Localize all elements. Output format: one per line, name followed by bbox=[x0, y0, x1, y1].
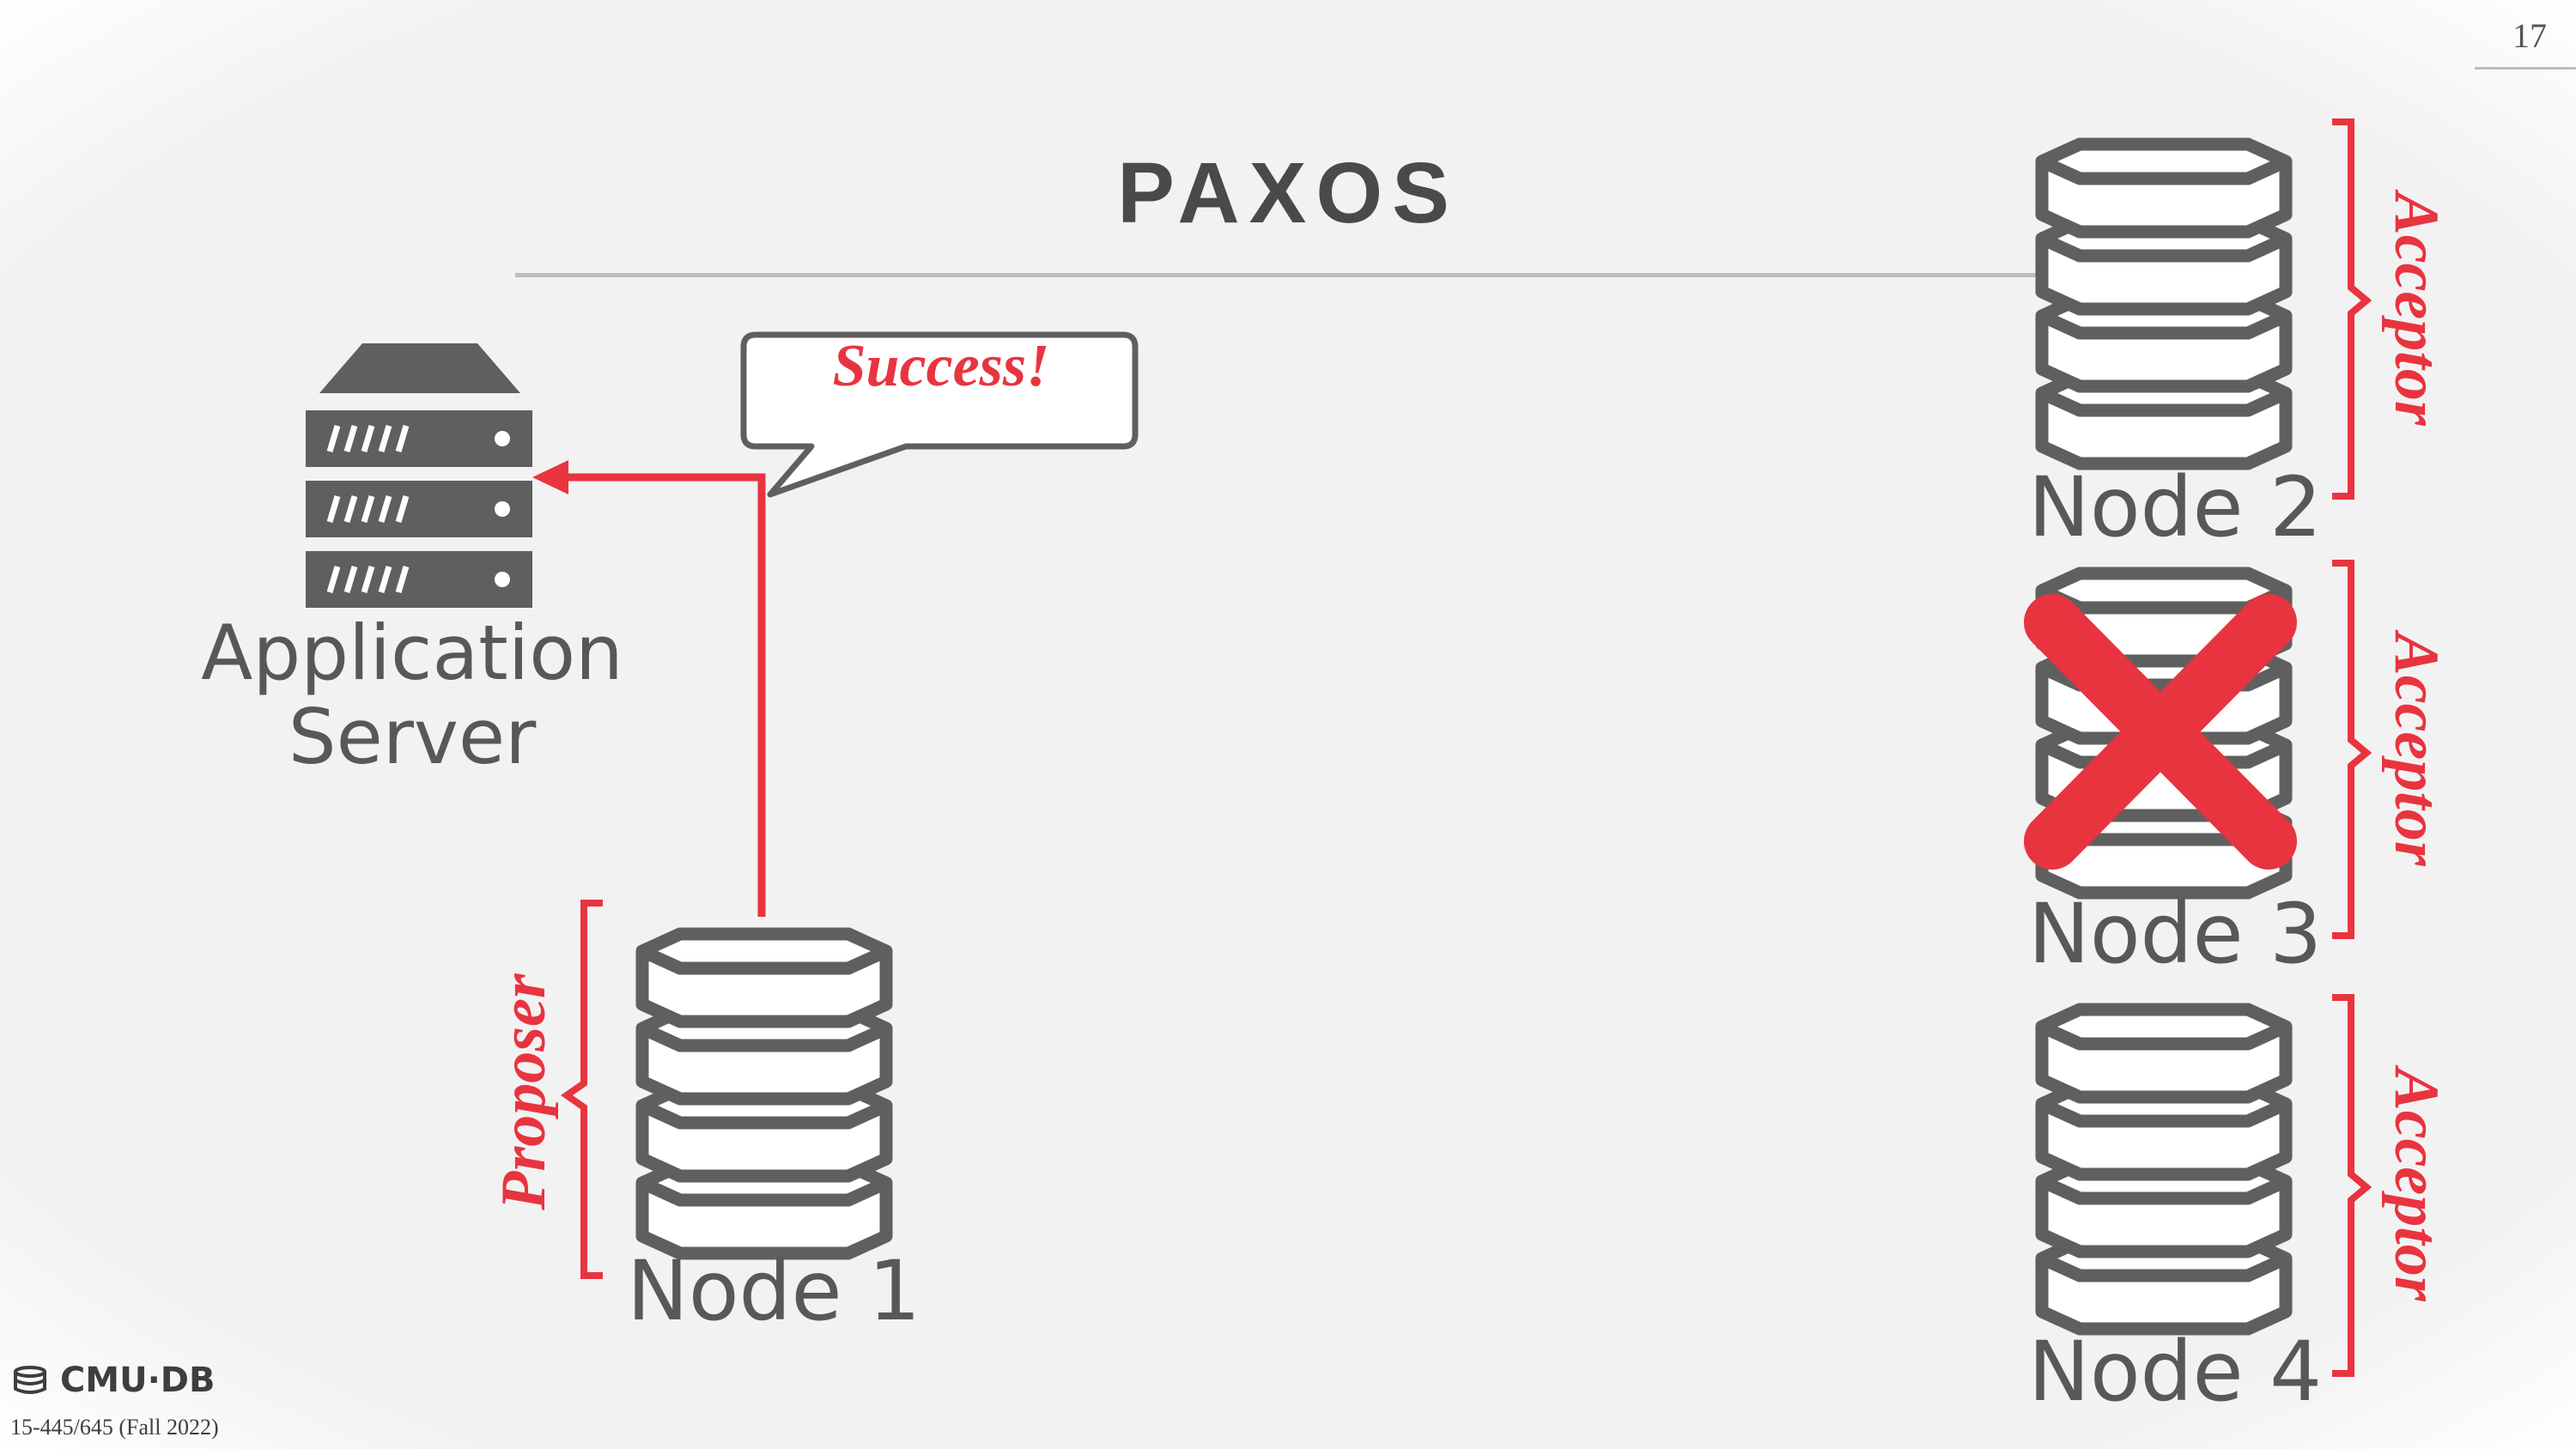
response-arrow bbox=[562, 473, 766, 917]
database-logo-icon bbox=[14, 1366, 46, 1394]
application-server-label-line2: Server bbox=[288, 693, 537, 781]
application-server-label: Application Server bbox=[163, 611, 661, 779]
response-arrowhead bbox=[532, 460, 568, 494]
node2-role-label: Acceptor bbox=[2381, 192, 2451, 426]
acceptor-bracket-node2 bbox=[2332, 118, 2372, 500]
acceptor-bracket-node3 bbox=[2332, 560, 2372, 939]
node2-label: Node 2 bbox=[2028, 459, 2323, 555]
node1-role-label: Proposer bbox=[489, 973, 559, 1210]
node2-database-icon bbox=[2042, 144, 2286, 464]
application-server-label-line1: Application bbox=[201, 609, 623, 697]
node3-role-label: Acceptor bbox=[2381, 633, 2451, 866]
proposer-bracket bbox=[561, 900, 603, 1279]
server-unit-3 bbox=[306, 551, 532, 608]
node3-failed-x-icon bbox=[2024, 594, 2297, 870]
node1-database-icon bbox=[642, 934, 886, 1253]
node1-label: Node 1 bbox=[627, 1243, 921, 1339]
server-unit-1 bbox=[306, 410, 532, 467]
server-rack-icon bbox=[306, 343, 532, 608]
speech-bubble bbox=[740, 331, 1139, 498]
cmu-db-logo-text: CMU·DB bbox=[59, 1361, 216, 1400]
server-unit-2 bbox=[306, 481, 532, 537]
page-number-rule bbox=[2475, 67, 2576, 70]
success-message: Success! bbox=[832, 333, 1050, 399]
cmu-db-logo: CMU·DB bbox=[12, 1363, 215, 1397]
page-number: 17 bbox=[2512, 16, 2547, 55]
node3-label: Node 3 bbox=[2028, 886, 2323, 982]
node4-database-icon bbox=[2042, 1009, 2286, 1329]
node4-role-label: Acceptor bbox=[2381, 1068, 2451, 1301]
node4-label: Node 4 bbox=[2028, 1324, 2323, 1420]
title-divider bbox=[515, 273, 2147, 277]
course-label: 15-445/645 (Fall 2022) bbox=[10, 1415, 219, 1440]
slide-title: PAXOS bbox=[1117, 145, 1459, 241]
acceptor-bracket-node4 bbox=[2332, 994, 2372, 1377]
